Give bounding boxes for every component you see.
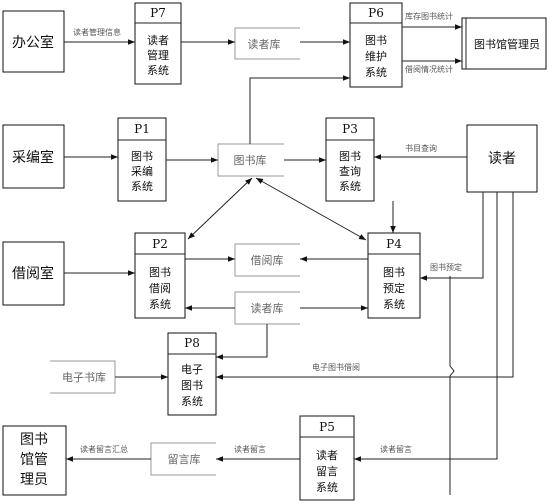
flow-label-reader-message: 读者留言 — [380, 444, 412, 454]
process-p6-line-1: 图书 — [365, 34, 387, 47]
entity-reading-room: 借阅室 — [2, 241, 65, 306]
store-borrow-db-label: 借阅库 — [251, 254, 284, 267]
flow-label-message-summary: 读者留言汇总 — [80, 444, 128, 454]
store-book-db-label: 图书库 — [234, 154, 267, 167]
process-p2-line-2: 借阅 — [149, 282, 171, 295]
process-p6: P6 图书 维护 系统 — [349, 2, 403, 88]
process-p3-line-3: 系统 — [339, 180, 361, 193]
flow-lines — [64, 24, 514, 495]
process-p1-line-1: 图书 — [131, 150, 153, 163]
process-p6-id: P6 — [368, 6, 384, 20]
entity-librarian-top-label: 图书馆管理员 — [474, 37, 540, 51]
flow-label-reader-message-2: 读者留言 — [234, 444, 266, 454]
entity-office: 办公室 — [2, 10, 65, 73]
process-p1-line-2: 采编 — [131, 164, 153, 178]
process-p2-id: P2 — [152, 237, 168, 251]
process-p7: P7 读者 管理 系统 — [134, 2, 182, 85]
store-borrow-db: 借阅库 — [234, 243, 300, 277]
process-p3: P3 图书 查询 系统 — [325, 117, 375, 202]
entity-reader: 读者 — [466, 124, 538, 193]
flow-label-stock-stats: 库存图书统计 — [405, 11, 453, 21]
process-p7-line-3: 系统 — [147, 64, 169, 77]
process-p7-id: P7 — [150, 6, 166, 20]
entity-reading-room-label: 借阅室 — [12, 265, 54, 282]
process-p1: P1 图书 采编 系统 — [117, 117, 167, 202]
process-p7-line-1: 读者 — [147, 33, 169, 47]
process-p2-line-1: 图书 — [149, 266, 171, 279]
entity-reader-label: 读者 — [488, 150, 516, 167]
entity-librarian-bottom-line-3: 理员 — [20, 472, 48, 488]
flow-label-reader-mgmt-info: 读者管理信息 — [73, 27, 121, 37]
process-p5: P5 读者 留言 系统 — [299, 415, 355, 501]
process-p4-line-3: 系统 — [383, 298, 405, 311]
process-p3-line-1: 图书 — [339, 150, 361, 163]
store-reader-db-top: 读者库 — [234, 27, 300, 60]
entity-librarian-bottom-line-1: 图书 — [20, 432, 48, 448]
process-p6-line-2: 维护 — [365, 49, 387, 63]
process-p2-line-3: 系统 — [149, 298, 171, 311]
process-p8-line-3: 系统 — [181, 395, 203, 408]
process-p1-id: P1 — [134, 122, 150, 136]
entity-librarian-top: 图书馆管理员 — [461, 17, 547, 70]
process-p5-id: P5 — [319, 420, 335, 434]
flow-label-book-reserve: 图书预定 — [430, 262, 462, 272]
process-p6-line-3: 系统 — [365, 66, 387, 79]
process-p7-line-2: 管理 — [147, 48, 169, 62]
store-message-db: 留言库 — [150, 442, 216, 476]
entity-office-label: 办公室 — [12, 34, 54, 51]
entity-librarian-bottom-line-2: 馆管 — [20, 452, 48, 468]
flow-label-borrow-stats: 借阅情况统计 — [405, 64, 453, 74]
process-p5-line-2: 留言 — [316, 465, 338, 478]
process-p4-line-1: 图书 — [383, 266, 405, 279]
store-reader-db-mid-label: 读者库 — [251, 301, 284, 315]
entity-librarian-bottom: 图书 馆管 理员 — [2, 425, 67, 496]
process-p1-line-3: 系统 — [131, 180, 153, 193]
process-p3-line-2: 查询 — [339, 164, 361, 178]
store-reader-db-mid: 读者库 — [234, 291, 300, 325]
process-p8-id: P8 — [184, 336, 200, 350]
entity-acquisition-label: 采编室 — [12, 149, 54, 166]
process-p8: P8 电子 图书 系统 — [167, 332, 217, 416]
store-reader-db-top-label: 读者库 — [248, 37, 281, 51]
process-p8-line-2: 图书 — [181, 379, 203, 392]
process-p4-line-2: 预定 — [383, 281, 405, 295]
process-p4-id: P4 — [386, 237, 402, 251]
flow-label-ebook-borrow: 电子图书借阅 — [312, 362, 360, 372]
flow-label-book-query: 书目查询 — [405, 143, 437, 153]
store-ebook-db: 电子书库 — [50, 360, 116, 394]
process-p3-id: P3 — [342, 122, 358, 136]
process-p8-line-1: 电子 — [181, 363, 203, 376]
store-ebook-db-label: 电子书库 — [62, 371, 106, 384]
process-p5-line-1: 读者 — [316, 448, 338, 462]
entity-acquisition: 采编室 — [2, 124, 65, 189]
process-p4: P4 图书 预定 系统 — [367, 232, 421, 319]
process-p2: P2 图书 借阅 系统 — [134, 232, 186, 319]
store-book-db: 图书库 — [217, 143, 284, 177]
process-p5-line-3: 系统 — [316, 481, 338, 494]
store-message-db-label: 留言库 — [168, 453, 201, 466]
